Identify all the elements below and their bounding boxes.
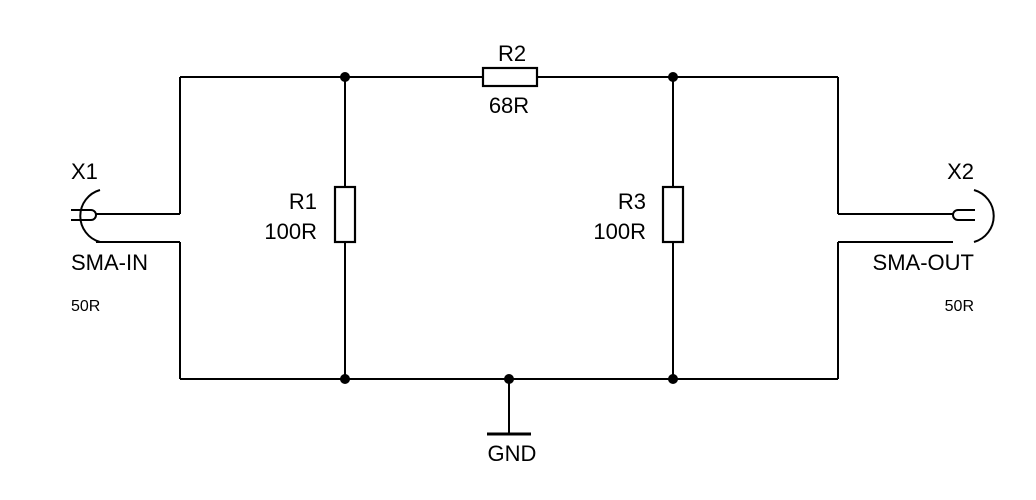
ground-rail [179, 242, 839, 380]
ground-symbol [487, 379, 531, 436]
gnd-label: GND [488, 441, 537, 466]
x1-impedance: 50R [71, 298, 100, 315]
r3-designator: R3 [618, 189, 646, 214]
junctions [340, 72, 678, 384]
x2-shell-arc [973, 189, 995, 243]
x2-impedance: 50R [945, 298, 974, 315]
x1-designator: X1 [71, 159, 98, 184]
r2-value: 68R [489, 93, 529, 118]
x1-value: SMA-IN [71, 250, 148, 275]
connector-x1 [71, 189, 180, 243]
r3-value: 100R [593, 219, 646, 244]
x1-shell-arc [79, 189, 101, 243]
x2-value: SMA-OUT [873, 250, 974, 275]
r1-designator: R1 [289, 189, 317, 214]
resistor-r3 [661, 77, 685, 379]
r1-value: 100R [264, 219, 317, 244]
x1-center-pin [71, 209, 97, 221]
connector-x2 [838, 189, 995, 243]
x2-center-pin [952, 209, 975, 221]
r2-designator: R2 [498, 41, 526, 66]
junction-dot [668, 374, 678, 384]
junction-dot [668, 72, 678, 82]
junction-dot [340, 374, 350, 384]
resistor-r2 [481, 66, 539, 88]
top-signal-wire [179, 76, 839, 214]
junction-dot [340, 72, 350, 82]
x2-designator: X2 [947, 159, 974, 184]
junction-dot [504, 374, 514, 384]
resistor-r1 [333, 77, 357, 379]
